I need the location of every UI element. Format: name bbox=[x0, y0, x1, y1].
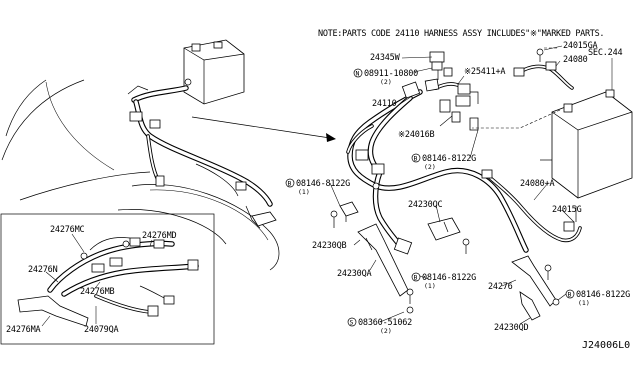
label-08911-10800: 08911-10800 bbox=[364, 69, 418, 79]
label-24080: 24080 bbox=[563, 55, 588, 65]
symbol-b-08146-b: B bbox=[285, 178, 295, 188]
label-24276mc: 24276MC bbox=[50, 225, 85, 235]
label-24079qa: 24079QA bbox=[84, 325, 119, 335]
label-24276mb: 24276MB bbox=[80, 287, 115, 297]
label-08146-b-qty: (1) bbox=[298, 188, 310, 196]
battery-large bbox=[472, 89, 633, 199]
bolt-pair bbox=[406, 288, 414, 314]
label-24276md: 24276MD bbox=[142, 231, 177, 241]
svg-text:B: B bbox=[568, 291, 572, 299]
label-08360-51062: 08360-51062 bbox=[358, 318, 412, 328]
label-sec244: SEC.244 bbox=[588, 48, 623, 58]
label-25411a: ※25411+A bbox=[464, 67, 505, 77]
label-24016b: ※24016B bbox=[398, 130, 435, 140]
part-labels: 24345W 24015GA 24080 SEC.244 08911-10800… bbox=[6, 41, 630, 335]
bracket-24230qc bbox=[427, 217, 470, 254]
bracket-24230qb bbox=[330, 201, 359, 228]
symbol-b-08146-c: B bbox=[411, 272, 421, 282]
label-08911-qty: (2) bbox=[380, 78, 392, 86]
label-24230qd: 24230QD bbox=[494, 323, 529, 333]
label-08146-d-qty: (1) bbox=[578, 299, 590, 307]
symbol-n-08911: N bbox=[353, 68, 363, 78]
label-08146-b: 08146-8122G bbox=[296, 179, 350, 189]
label-08146-c-qty: (1) bbox=[424, 282, 436, 290]
fusible-link-cluster bbox=[429, 51, 479, 107]
symbol-b-08146-a: B bbox=[411, 153, 421, 163]
label-24276: 24276 bbox=[488, 282, 513, 292]
cable-24080a bbox=[481, 169, 582, 243]
label-24276ma: 24276MA bbox=[6, 325, 41, 335]
battery-small bbox=[183, 39, 245, 105]
parts-note: NOTE:PARTS CODE 24110 HARNESS ASSY INCLU… bbox=[318, 29, 604, 39]
label-24015ga: 24015GA bbox=[563, 41, 598, 51]
harness-small bbox=[127, 78, 277, 229]
svg-text:N: N bbox=[356, 70, 360, 78]
label-24230qc: 24230QC bbox=[408, 200, 443, 210]
label-24080a: 24080+A bbox=[520, 179, 555, 189]
cable-24080 bbox=[513, 47, 574, 90]
bracket-24276 bbox=[511, 255, 560, 321]
label-24345w: 24345W bbox=[370, 53, 401, 63]
label-08146-c: 08146-8122G bbox=[422, 273, 476, 283]
reference-arrow bbox=[191, 116, 336, 142]
label-24276n: 24276N bbox=[28, 265, 58, 275]
label-24230qa: 24230QA bbox=[337, 269, 372, 279]
svg-text:B: B bbox=[414, 274, 418, 282]
label-08360-qty: (2) bbox=[380, 327, 392, 335]
svg-text:S: S bbox=[350, 319, 354, 327]
svg-text:B: B bbox=[414, 155, 418, 163]
bracket-24230qa bbox=[357, 223, 409, 297]
label-24015g: 24015G bbox=[552, 205, 582, 215]
leader-lines bbox=[329, 45, 613, 325]
label-08146-a: 08146-8122G bbox=[422, 154, 476, 164]
bolt-symbols: N B B B B S bbox=[285, 68, 575, 327]
svg-text:B: B bbox=[288, 180, 292, 188]
label-08146-a-qty: (2) bbox=[424, 163, 436, 171]
label-08146-d: 08146-8122G bbox=[576, 290, 630, 300]
symbol-s-08360: S bbox=[347, 317, 357, 327]
label-24230qb: 24230QB bbox=[312, 241, 347, 251]
symbol-b-08146-d: B bbox=[565, 289, 575, 299]
inset-box bbox=[0, 213, 215, 345]
label-24110: 24110 bbox=[372, 99, 397, 109]
diagram-code: J24006L0 bbox=[582, 340, 630, 351]
